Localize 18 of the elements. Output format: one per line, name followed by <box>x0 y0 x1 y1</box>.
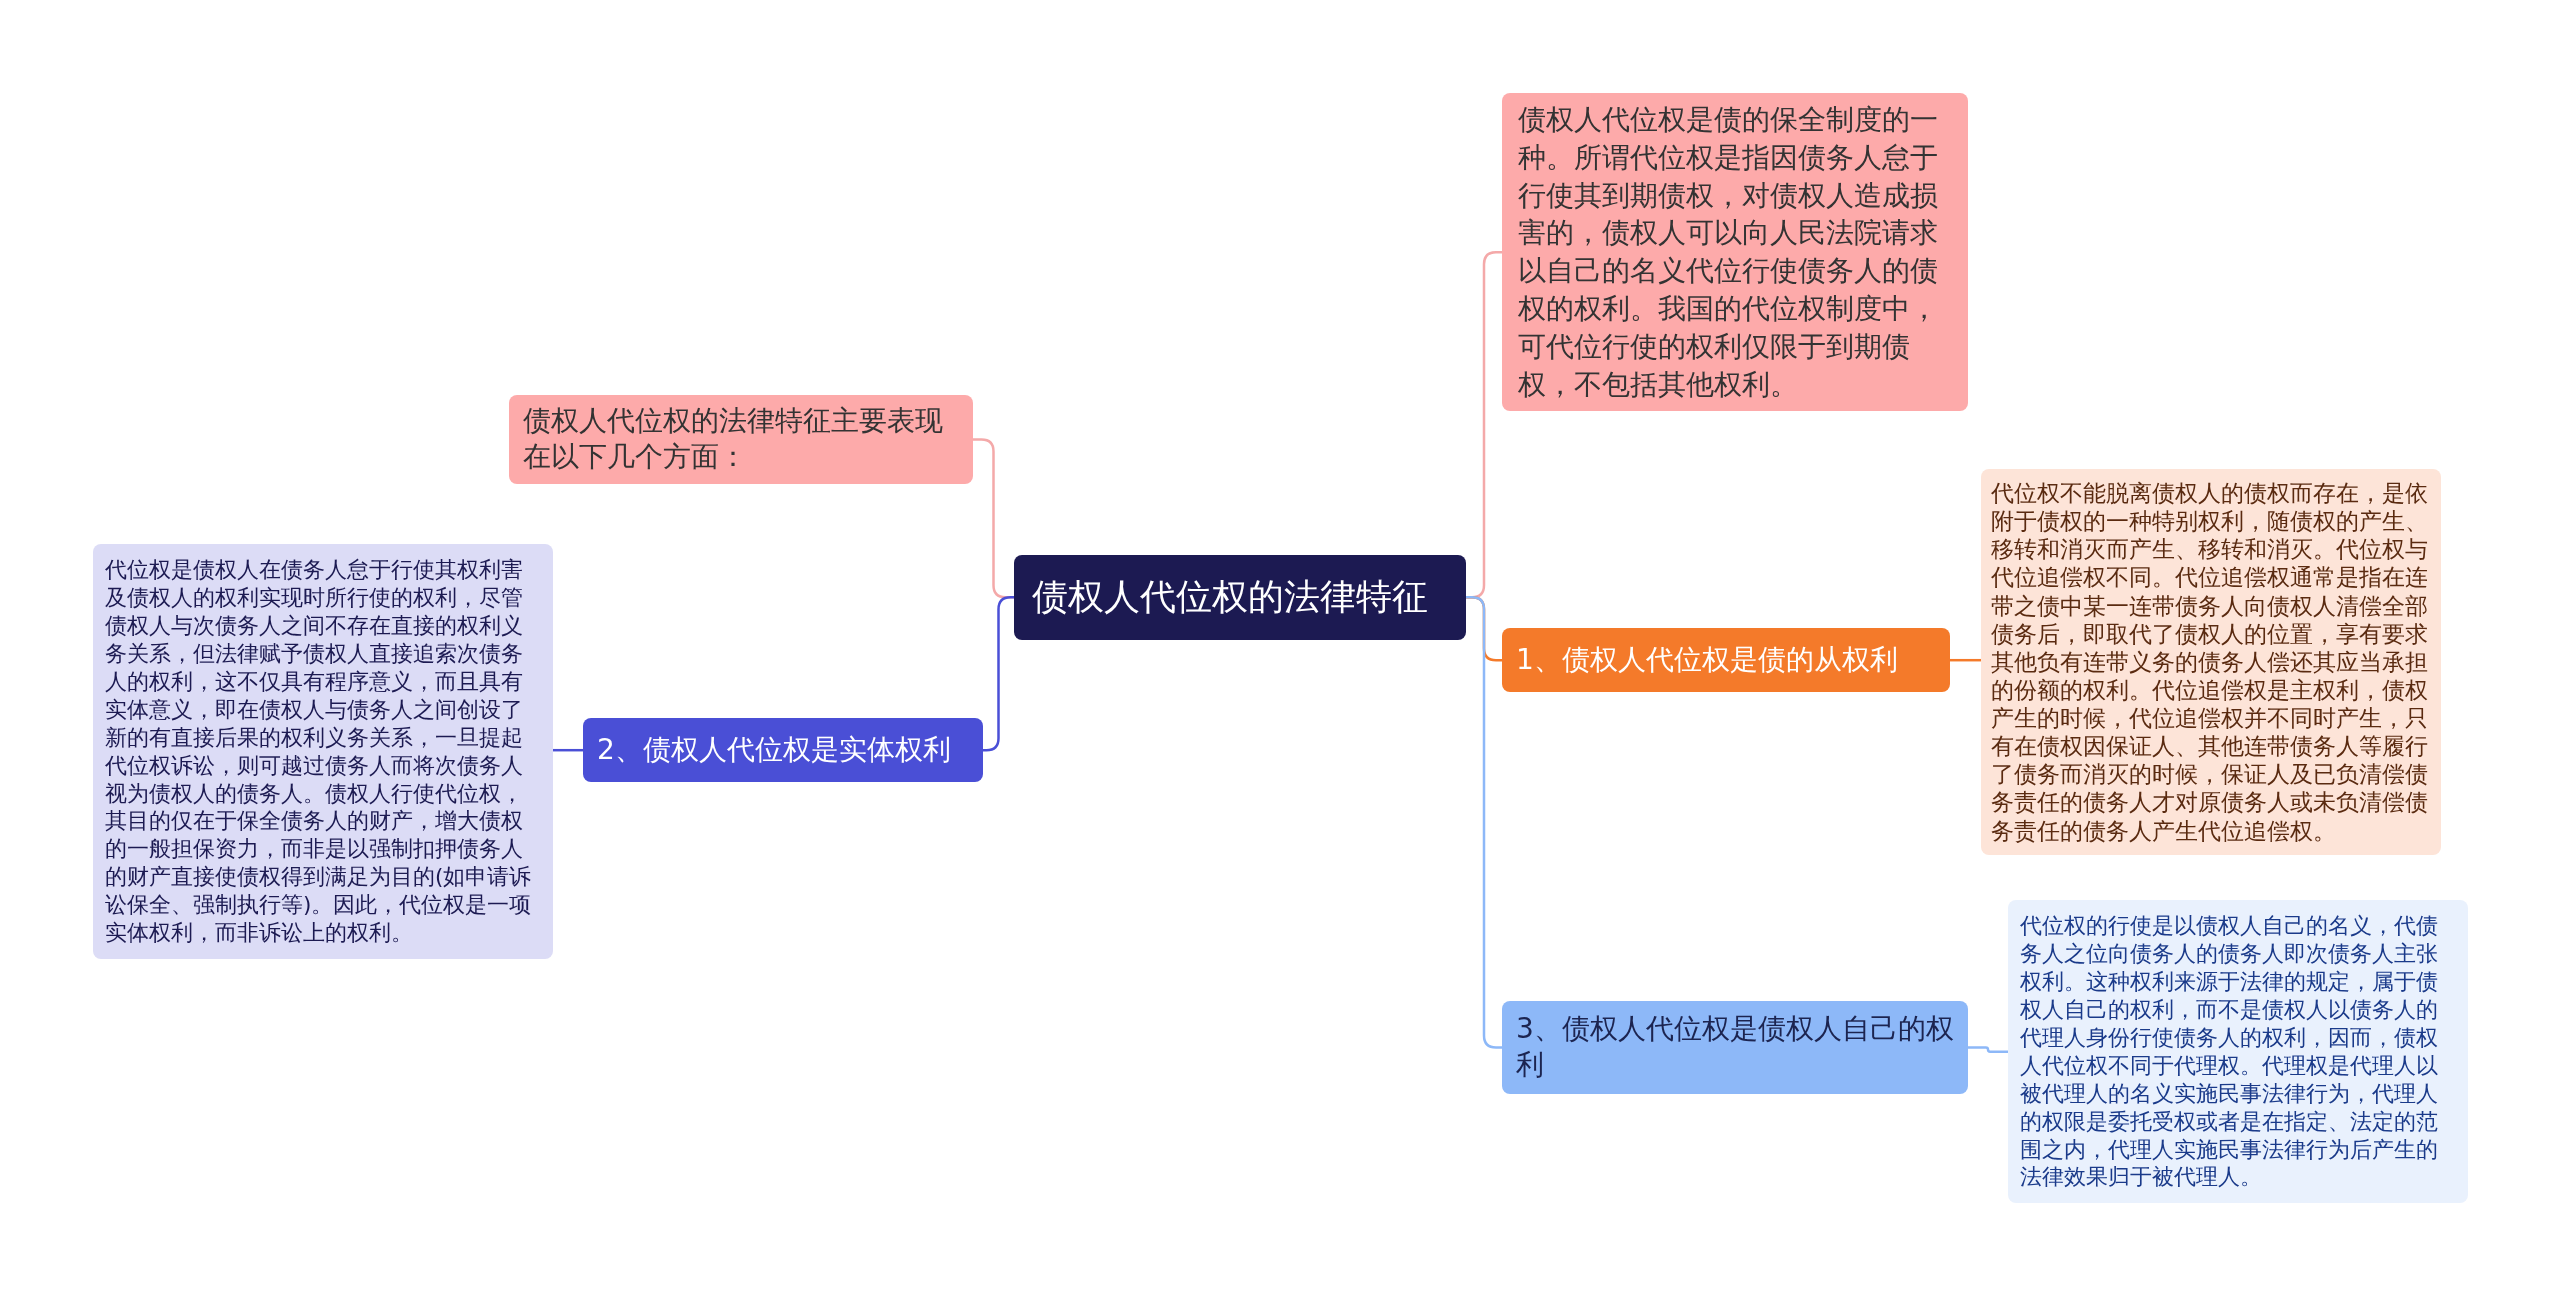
topic-text: 债权人代位权的法律特征 <box>1032 575 1429 619</box>
topic-text: 代位权是债权人在债务人怠于行使其权利害及债权人的权利实现时所行使的权利，尽管债权人与次债务人之间不存在直接的权利义务关系，但法律赋予债权人直接追索次债务人的权利，这不仅具有程序意义，而且具有实体意义，即在债权人与债务人之间创设了新的有直接后果的权利义务关系，一旦提起代位权诉讼，则可越过债务人而将次债务人视为债权人的债务人。债权人行使代位权，其目的仅在于保全债务人的财产，增大债权的一般担保资力，而非是以强制扣押债务人的财产直接使债权得到满足为目的(如申请诉讼保全、强制执行等)。因此，代位权是一项实体权利，而非诉讼上的权利。 <box>105 556 533 948</box>
connector-line <box>553 748 583 752</box>
topic-text: 1、债权人代位权是债的从权利 <box>1516 642 1899 678</box>
topic-box <box>509 395 973 484</box>
connector-line <box>1950 658 1981 662</box>
topic-text: 代位权不能脱离债权人的债权而存在，是依附于债权的一种特别权利，随债权的产生、移转和消灭而产生、移转和消灭。代位权与代位追偿权不同。代位追偿权通常是指在连带之债中某一连带债务人向债权人清偿全部债务后，即取代了债权人的位置，享有要求其他负有连带义务的债务人偿还其应当承担的份额的权利。代位追偿权是主权利，债权产生的时候，代位追偿权并不同时产生，只有在债权因保证人、其他连带债务人等履行了债务而消灭的时候，保证人及已负清偿债务责任的债务人才对原债务人或未负清偿债务责任的债务人产生代位追偿权。 <box>1991 479 2429 845</box>
topic-box <box>1502 1001 1968 1094</box>
topic-text: 3、债权人代位权是债权人自己的权利 <box>1516 1011 1954 1084</box>
connector-line <box>1968 1046 2008 1053</box>
topic-text: 债权人代位权是债的保全制度的一种。所谓代位权是指因债务人怠于行使其到期债权，对债权人造成损害的，债权人可以向人民法院请求以自己的名义代位行使债务人的债权的权利。我国的代位权制度中，可代位行使的权利仅限于到期债权，不包括其他权利。 <box>1518 102 1939 403</box>
note-box <box>2008 900 2468 1204</box>
topic-text: 代位权的行使是以债权人自己的名义，代债务人之位向债务人的债务人即次债务人主张权利。这种权利来源于法律的规定，属于债权人自己的权利，而不是债权人以债务人的代理人身份行使债务人的权利，因而，债权人代位权不同于代理权。代理权是代理人以被代理人的名义实施民事法律行为，代理人的权限是委托受权或者是在指定、法定的范围之内，代理人实施民事法律行为后产生的法律效果归于被代理人。 <box>2020 912 2439 1192</box>
topic-text: 2、债权人代位权是实体权利 <box>597 732 952 768</box>
topic-box <box>583 718 983 783</box>
central-topic-box <box>1014 555 1466 640</box>
topic-box <box>1502 628 1950 693</box>
topic-text: 债权人代位权的法律特征主要表现在以下几个方面： <box>523 403 944 476</box>
